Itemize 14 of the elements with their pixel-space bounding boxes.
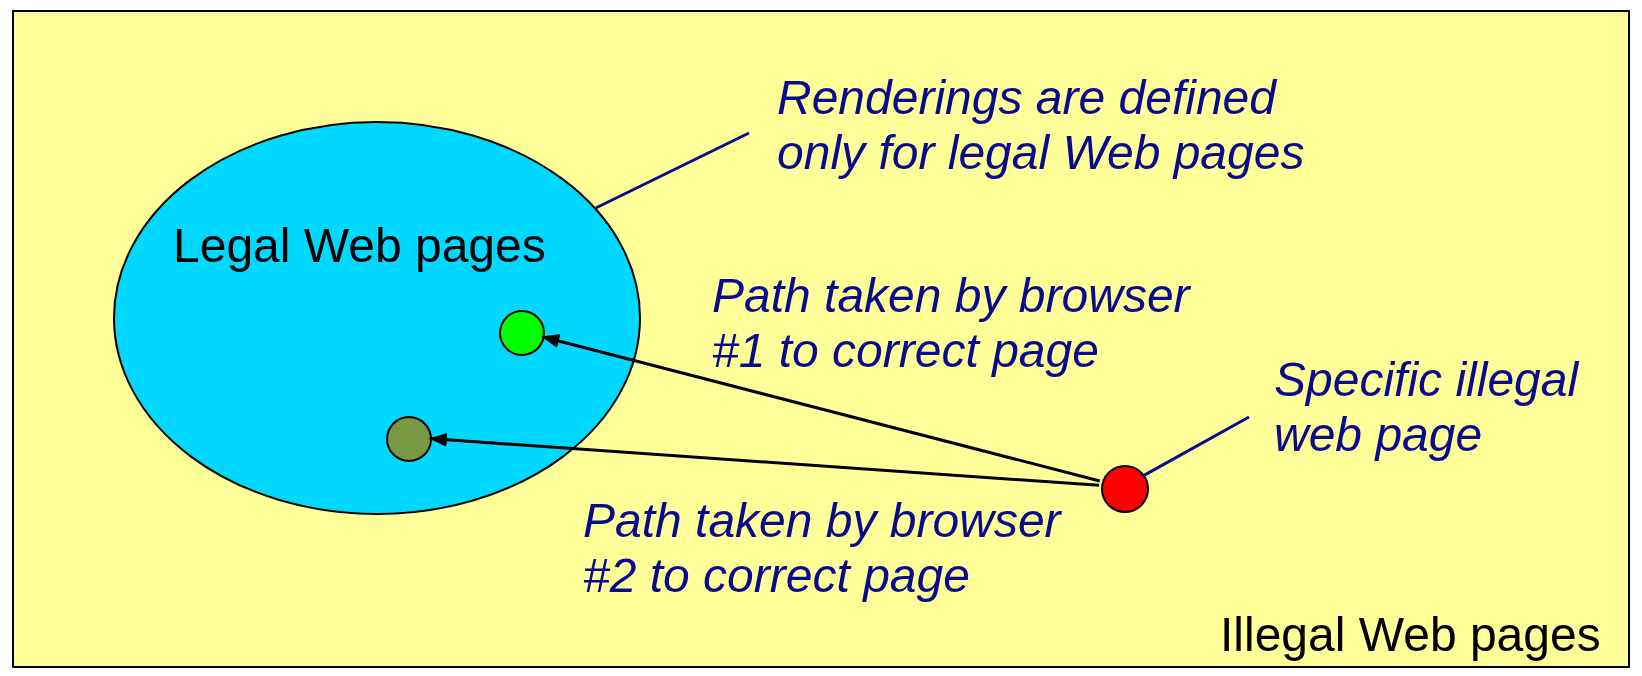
page-dot [386, 416, 432, 462]
path-note: Path taken by browser #1 to correct page [712, 268, 1192, 378]
arrow [428, 432, 1100, 487]
region-label: Illegal Web pages [1220, 607, 1602, 662]
callout-text: Specific illegal web page [1274, 352, 1581, 462]
arrow [541, 334, 1101, 483]
region-label: Legal Web pages [173, 218, 547, 273]
callout-text: Renderings are defined only for legal Web pages [777, 70, 1306, 180]
leader-line [595, 131, 750, 210]
leader-line [1143, 415, 1250, 477]
path-note: Path taken by browser #2 to correct page [583, 493, 1063, 603]
page-dot [499, 310, 545, 356]
region-frame [12, 10, 1630, 668]
page-dot [1101, 465, 1149, 513]
